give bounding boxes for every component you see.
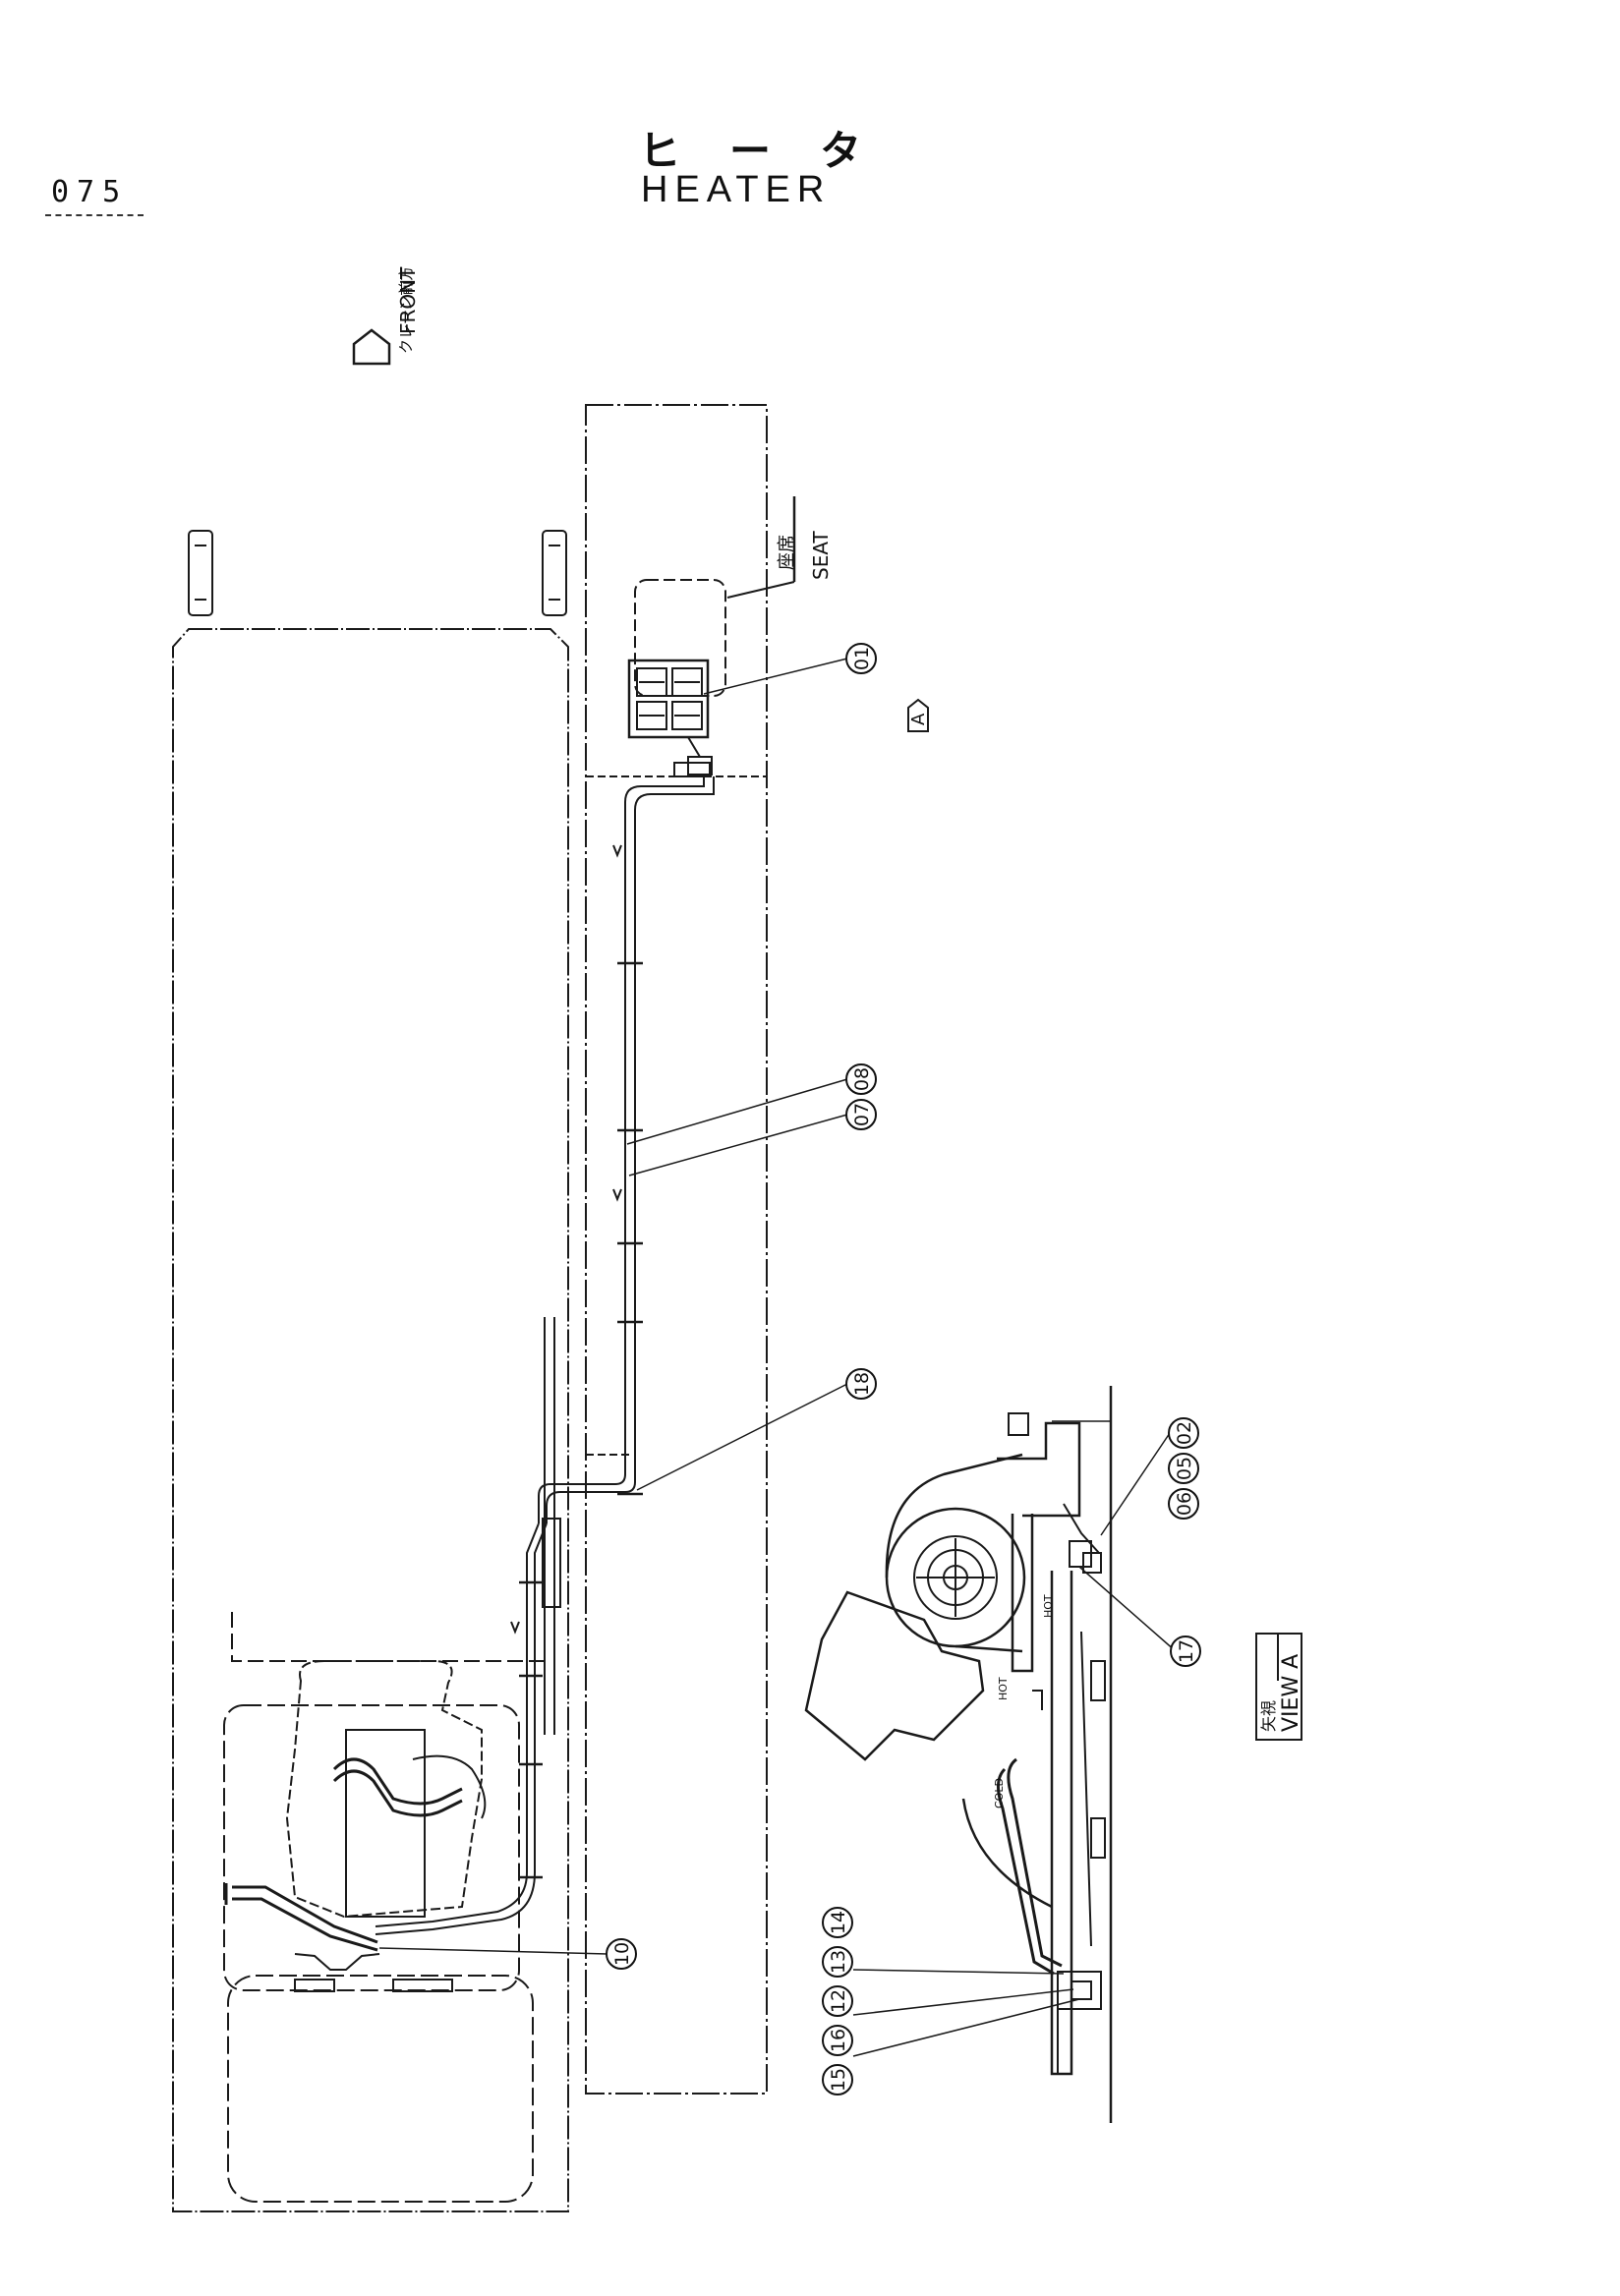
lower-compartment [227,1975,534,2203]
callout-numbers: 01 02 05 06 07 08 10 12 13 14 15 16 17 18 [606,643,1201,2095]
leader-lines [378,658,848,1955]
seat-label: 座席 SEAT [726,496,833,599]
callout-01-label: 01 [851,647,873,670]
callout-02-label: 02 [1174,1421,1195,1445]
heater-hoses [375,762,715,1935]
callout-06-label: 06 [1174,1492,1195,1516]
callout-10: 10 [606,1938,637,1970]
front-label-en: FRONT [396,266,420,334]
engine-block [224,1660,487,1992]
callout-14-label: 14 [828,1911,849,1934]
title-japanese: ヒータ [639,127,911,175]
callout-08-label: 08 [851,1067,873,1091]
view-a-marker: A [907,698,929,732]
title-english: HEATER [641,169,832,210]
callout-01: 01 [845,643,877,674]
seat-label-jp: 座席 [777,535,797,570]
cab-outline [585,404,768,2095]
front-arrow-icon [352,328,391,366]
view-a-detail: HOT HOT COLD [804,1386,1113,2123]
callout-07-label: 07 [851,1103,873,1126]
page-number: 075 [51,175,129,209]
hot-label-1: HOT [997,1677,1010,1700]
heater-unit [627,659,713,775]
callout-02: 02 [1168,1417,1199,1449]
callout-16: 16 [822,2025,853,2056]
view-a-title: 矢視 VIEW A [1255,1633,1303,1741]
detail-leader-lines [852,1432,1177,2057]
seat-label-en: SEAT [809,531,833,580]
callout-15: 15 [822,2064,853,2095]
front-direction-indicator: クレーン前方 FRONT [352,266,420,366]
wheel-right [542,530,567,616]
callout-12: 12 [822,1985,853,2017]
view-a-title-en: VIEW A [1279,1654,1303,1732]
hot-label-2: HOT [1042,1594,1055,1618]
callout-17-label: 17 [1176,1639,1197,1663]
callout-05-label: 05 [1174,1457,1195,1480]
callout-16-label: 16 [828,2029,849,2052]
operator-cab [585,404,768,2095]
callout-12-label: 12 [828,1989,849,2013]
callout-14: 14 [822,1907,853,1938]
page-number-underline [45,214,144,216]
callout-05: 05 [1168,1453,1199,1484]
seat-outline [634,579,726,697]
callout-15-label: 15 [828,2068,849,2092]
callout-13: 13 [822,1946,853,1978]
view-a-title-jp: 矢視 [1259,1700,1278,1732]
cold-label: COLD [993,1778,1006,1808]
carrier-outline [172,628,569,2212]
callout-17: 17 [1170,1636,1201,1667]
callout-18-label: 18 [851,1372,873,1396]
callout-18: 18 [845,1368,877,1400]
engine-room [223,1704,520,1991]
carrier-body [172,530,569,2212]
view-a-marker-letter: A [908,713,929,725]
front-label-jp: クレーン前方 [397,266,415,354]
callout-08: 08 [845,1063,877,1095]
callout-07: 07 [845,1099,877,1130]
callout-13-label: 13 [828,1950,849,1974]
callout-10-label: 10 [611,1942,633,1966]
wheel-left [188,530,213,616]
hose-clamps [519,961,643,1879]
callout-06: 06 [1168,1488,1199,1520]
